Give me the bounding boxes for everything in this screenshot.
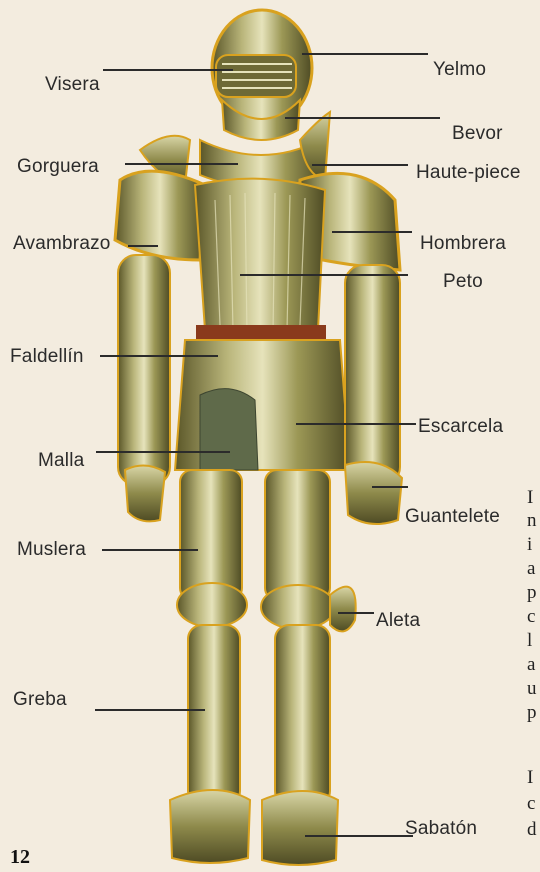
muslera-leader	[102, 549, 198, 551]
label-sabaton: Sabatón	[405, 819, 477, 838]
edge-char-7: l	[527, 631, 532, 650]
right-thigh-shape	[265, 470, 330, 600]
left-pauldron-shape	[115, 171, 205, 260]
visera-leader	[103, 69, 233, 71]
left-thigh-shape	[180, 470, 242, 600]
label-yelmo: Yelmo	[433, 60, 486, 79]
escarcela-leader	[296, 423, 416, 425]
label-peto: Peto	[443, 272, 483, 291]
label-avambrazo: Avambrazo	[13, 234, 111, 253]
right-greave-shape	[275, 625, 330, 805]
label-haute-piece: Haute-piece	[416, 163, 521, 182]
edge-char-9: u	[527, 679, 537, 698]
page-number: 12	[10, 846, 30, 869]
edge-char-5: p	[527, 583, 537, 602]
right-gauntlet-shape	[345, 462, 402, 524]
label-bevor: Bevor	[452, 124, 503, 143]
knee-wing-shape	[330, 587, 356, 632]
edge-char-13: d	[527, 820, 537, 839]
edge-char-10: p	[527, 703, 537, 722]
mail-shape	[200, 389, 258, 470]
peto-leader	[240, 274, 408, 276]
right-sabaton-shape	[262, 791, 338, 865]
edge-char-2: n	[527, 511, 537, 530]
greba-leader	[95, 709, 205, 711]
edge-char-12: c	[527, 794, 535, 813]
label-visera: Visera	[45, 75, 100, 94]
right-arm-shape	[345, 265, 400, 485]
aleta-leader	[338, 612, 374, 614]
hombrera-leader	[332, 231, 412, 233]
left-gauntlet-shape	[125, 465, 165, 521]
edge-char-11: I	[527, 768, 533, 787]
left-sabaton-shape	[170, 790, 250, 863]
edge-char-8: a	[527, 655, 535, 674]
sabaton-leader	[305, 835, 413, 837]
label-hombrera: Hombrera	[420, 234, 506, 253]
label-guantelete: Guantelete	[405, 507, 500, 526]
yelmo-leader	[302, 53, 428, 55]
helmet-shape	[212, 10, 312, 140]
bevor-leader	[285, 117, 440, 119]
label-escarcela: Escarcela	[418, 417, 503, 436]
label-aleta: Aleta	[376, 611, 420, 630]
faldellin-leader	[100, 355, 218, 357]
guantelete-leader	[372, 486, 408, 488]
edge-char-3: i	[527, 535, 532, 554]
label-muslera: Muslera	[17, 540, 86, 559]
label-gorguera: Gorguera	[17, 157, 99, 176]
left-knee-shape	[177, 583, 247, 627]
label-greba: Greba	[13, 690, 67, 709]
edge-char-6: c	[527, 607, 535, 626]
malla-leader	[96, 451, 230, 453]
haute-piece-leader	[312, 164, 408, 166]
label-faldellin: Faldellín	[10, 347, 84, 366]
edge-char-1: I	[527, 488, 533, 507]
avambrazo-leader	[128, 245, 158, 247]
gorguera-leader	[125, 163, 238, 165]
edge-char-4: a	[527, 559, 535, 578]
right-knee-shape	[261, 585, 335, 629]
label-malla: Malla	[38, 451, 84, 470]
belt-shape	[196, 325, 326, 341]
left-greave-shape	[188, 625, 240, 805]
